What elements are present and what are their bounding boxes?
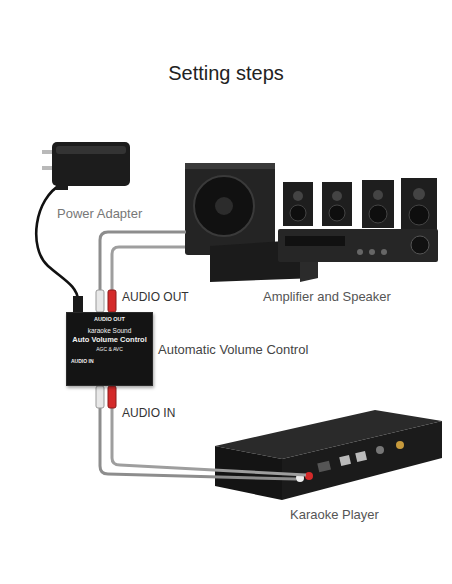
power-adapter-part — [36, 184, 78, 312]
bookshelf-speakers-part — [322, 182, 352, 226]
subwoofer-part — [185, 163, 275, 169]
bookshelf-speakers-part — [373, 190, 383, 200]
label-box: AUDIO IN — [122, 403, 175, 421]
bookshelf-speakers-part — [409, 205, 429, 225]
bookshelf-speakers-part — [332, 191, 342, 201]
audio-in-cables-part — [108, 386, 116, 408]
part-label: Automatic Volume Control — [158, 342, 308, 357]
label-box: Automatic Volume Control — [158, 340, 308, 358]
amplifier-part — [411, 236, 429, 254]
karaoke-player — [215, 410, 442, 500]
bookshelf-speakers-part — [293, 191, 303, 201]
bookshelf-speakers-part — [290, 205, 306, 221]
label-box: AUDIO OUT — [122, 287, 189, 305]
subwoofer — [185, 163, 275, 255]
label-box: Karaoke Player — [290, 505, 379, 523]
power-adapter-part — [56, 178, 68, 190]
part-label: Amplifier and Speaker — [263, 289, 391, 304]
part-label: AUDIO IN — [122, 406, 175, 420]
bookshelf-speakers-part — [329, 205, 345, 221]
audio-in-cables-part — [112, 406, 306, 475]
subwoofer-part — [215, 197, 233, 215]
bookshelf-speakers-part — [362, 180, 394, 228]
label-box: Amplifier and Speaker — [263, 287, 391, 305]
bookshelf-speakers-part — [401, 178, 437, 230]
bookshelf-speakers-part — [283, 182, 313, 226]
subwoofer-part — [194, 176, 254, 236]
part-label: Karaoke Player — [290, 507, 379, 522]
audio-out-cables-part — [100, 232, 186, 294]
karaoke-player-part — [305, 472, 313, 480]
bookshelf-speakers — [283, 178, 437, 230]
audio-out-cables-part — [108, 290, 116, 312]
bookshelf-speakers-part — [413, 188, 425, 200]
device-label: Auto Volume Control — [71, 336, 148, 345]
power-adapter-part — [73, 296, 83, 312]
device-label: AUDIO OUT — [71, 316, 148, 322]
power-adapter-part — [56, 146, 126, 154]
karaoke-player-part — [355, 451, 367, 462]
amplifier-part — [381, 249, 387, 255]
amplifier — [278, 229, 438, 262]
audio-in-cables — [96, 386, 306, 479]
karaoke-player-part — [317, 461, 331, 472]
title-box: Setting steps — [0, 62, 452, 85]
amplifier-part — [278, 229, 438, 262]
karaoke-player-part — [282, 421, 442, 500]
device-label: AUDIO IN — [71, 359, 148, 365]
device-label: AGC & AVC — [71, 347, 148, 353]
amplifier-part — [285, 236, 345, 246]
subwoofer-part — [185, 163, 275, 255]
karaoke-player-part — [339, 455, 351, 466]
device-label: karaoke Sound — [71, 327, 148, 334]
part-label: AUDIO OUT — [122, 290, 189, 304]
part-label: Power Adapter — [57, 206, 142, 221]
label-box: Power Adapter — [57, 204, 142, 222]
power-adapter — [36, 142, 130, 312]
audio-in-cables-part — [96, 386, 104, 408]
device-box: AUDIO OUT karaoke SoundAuto Volume Contro… — [66, 312, 153, 386]
audio-out-cables-part — [96, 290, 104, 312]
karaoke-player-part — [396, 441, 404, 449]
karaoke-player-part — [376, 446, 384, 454]
amplifier-part — [357, 249, 363, 255]
amplifier-part — [369, 249, 375, 255]
bookshelf-speakers-part — [369, 205, 387, 223]
audio-out-cables-part — [112, 247, 185, 294]
page-title: Setting steps — [168, 62, 284, 84]
